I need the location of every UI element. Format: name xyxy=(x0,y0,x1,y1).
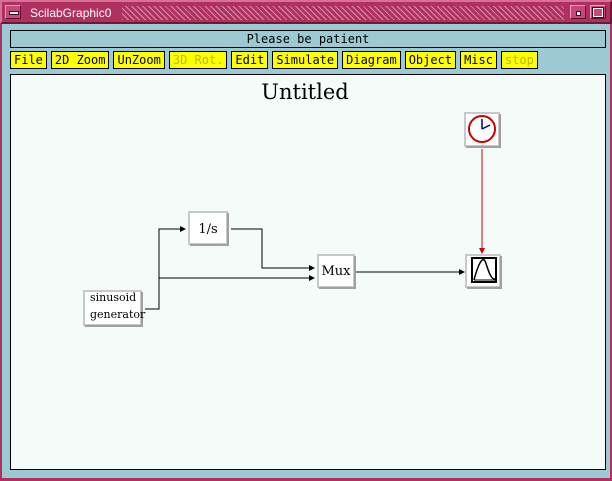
link-sine-to-integrator[interactable] xyxy=(145,226,186,310)
menu-unzoom[interactable]: UnZoom xyxy=(113,51,165,69)
diagram-title: Untitled xyxy=(261,80,348,104)
menu-simulate[interactable]: Simulate xyxy=(272,51,339,69)
menu-file[interactable]: File xyxy=(10,51,47,69)
diagram-svg[interactable]: Untitled sinusoid generator 1/s Mux xyxy=(11,75,606,470)
mux-block[interactable]: Mux xyxy=(317,254,356,289)
clock-icon xyxy=(468,115,496,143)
scope-block[interactable] xyxy=(465,254,502,289)
window-title: ScilabGraphic0 xyxy=(26,5,116,21)
menu-stop[interactable]: stop xyxy=(500,51,538,69)
integrator-block[interactable]: 1/s xyxy=(188,211,229,246)
sinusoid-generator-block[interactable]: sinusoid generator xyxy=(83,290,146,327)
link-integrator-to-mux[interactable] xyxy=(231,228,315,271)
status-message: Please be patient xyxy=(10,30,606,48)
data-links xyxy=(145,226,465,310)
maximize-icon[interactable] xyxy=(590,5,606,19)
menu-edit[interactable]: Edit xyxy=(231,51,269,69)
diagram-canvas[interactable]: Untitled sinusoid generator 1/s Mux xyxy=(10,74,606,470)
window-menu-icon[interactable] xyxy=(5,5,21,19)
mux-label: Mux xyxy=(321,264,351,279)
menu-object[interactable]: Object xyxy=(404,51,457,69)
clock-block[interactable] xyxy=(464,112,501,148)
scope-icon xyxy=(471,257,497,283)
menu-3d-rot[interactable]: 3D Rot. xyxy=(168,51,228,69)
minimize-icon[interactable] xyxy=(570,5,586,19)
title-bar-pattern xyxy=(122,6,564,20)
menu-2d-zoom[interactable]: 2D Zoom xyxy=(50,51,110,69)
title-bar[interactable]: ScilabGraphic0 xyxy=(0,0,612,24)
sine-label-line1: sinusoid xyxy=(90,291,136,304)
integrator-label: 1/s xyxy=(198,222,217,237)
sine-label-line2: generator xyxy=(90,308,146,321)
menu-diagram[interactable]: Diagram xyxy=(342,51,401,69)
menu-misc[interactable]: Misc xyxy=(460,51,497,69)
menu-bar: File 2D Zoom UnZoom 3D Rot. Edit Simulat… xyxy=(10,51,538,71)
